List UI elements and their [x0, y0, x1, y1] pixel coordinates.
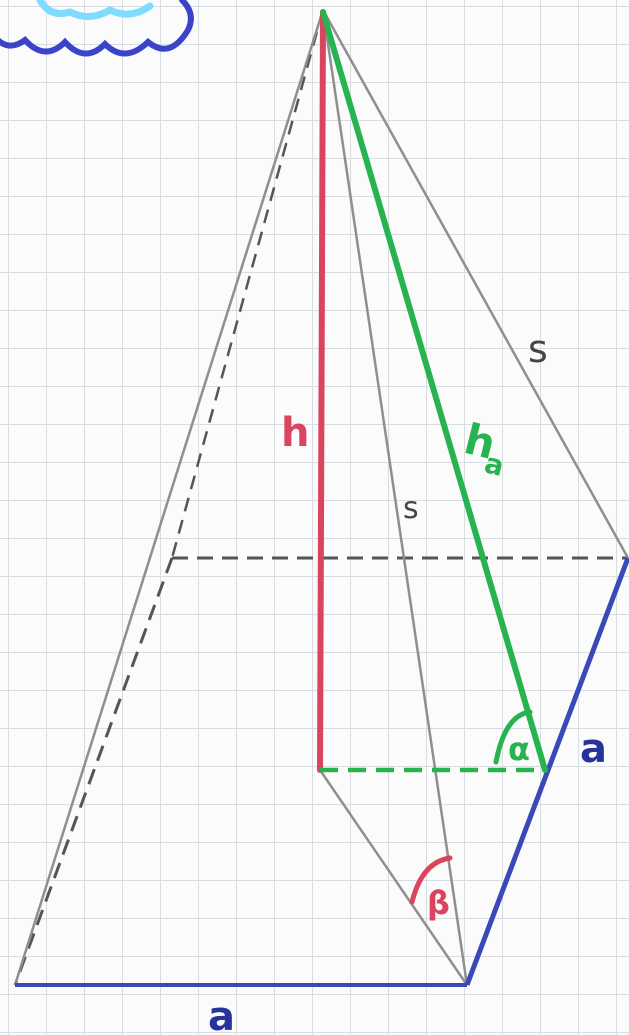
beta-angle-arc [409, 855, 453, 905]
lateral-edges [13, 9, 629, 986]
edge-back-right [321, 9, 629, 559]
alpha-angle-arc [493, 709, 533, 765]
cloud-heading-decoration [0, 0, 194, 57]
center-to-corner-line [318, 769, 469, 986]
hidden-back-edges [13, 9, 628, 986]
alpha-label: α [508, 730, 530, 768]
side-a-label-right: a [580, 726, 607, 772]
height-label: h [281, 410, 309, 456]
edge-s-label-inner: s [403, 491, 419, 526]
side-a-label-bottom: a [208, 994, 235, 1035]
height-line [317, 9, 326, 773]
beta-label: β [427, 884, 450, 922]
edge-s-label-right: s [528, 327, 548, 371]
slant-height-label: h a [460, 414, 508, 483]
slant-height-line [320, 9, 548, 773]
edge-front-right [321, 9, 469, 986]
edge-front-left [13, 9, 325, 986]
